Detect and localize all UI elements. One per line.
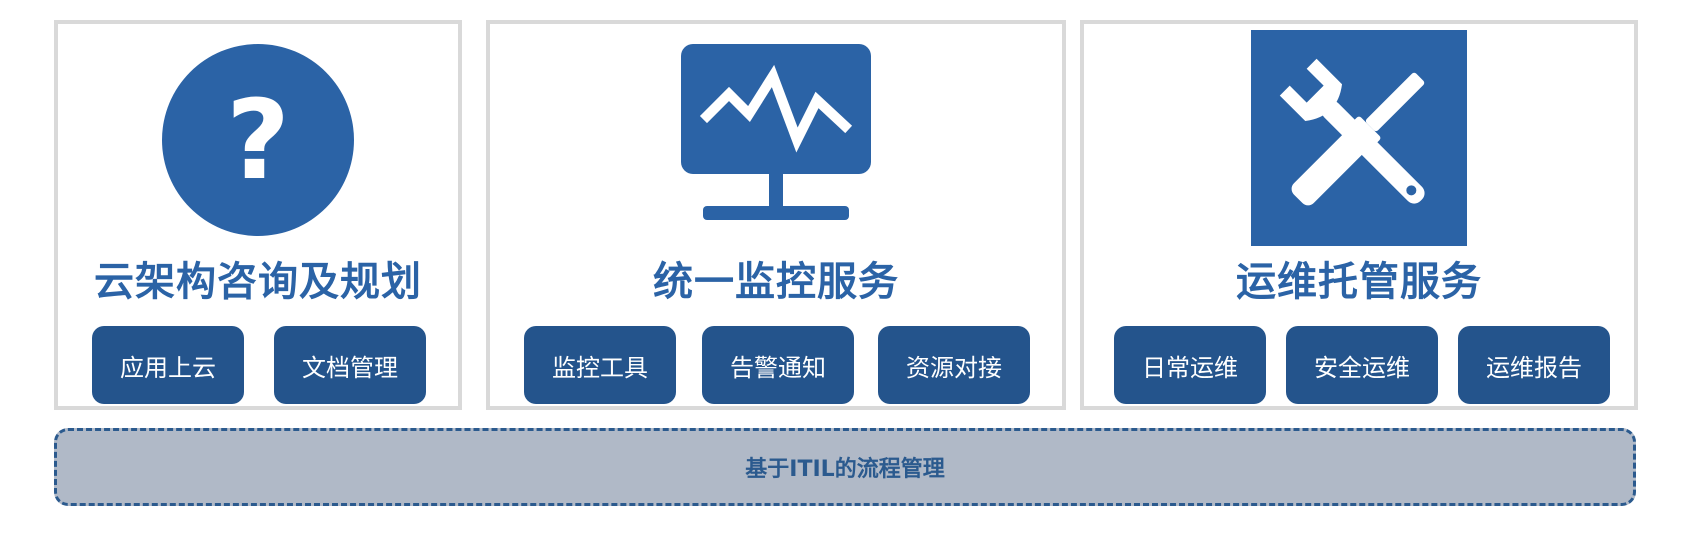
button-app-migration[interactable]: 应用上云 [92,326,244,404]
monitor-pulse-icon [681,44,871,228]
itil-process-band: 基于ITIL的流程管理 [54,428,1636,506]
button-resource-integration[interactable]: 资源对接 [878,326,1030,404]
button-document-management[interactable]: 文档管理 [274,326,426,404]
panel-title-unified-monitoring: 统一监控服务 [653,259,899,305]
tools-icon [1251,30,1467,250]
button-daily-ops[interactable]: 日常运维 [1114,326,1266,404]
panel-cloud-consulting: ? 云架构咨询及规划 应用上云 文档管理 [54,20,462,410]
itil-process-label: 基于ITIL的流程管理 [745,457,945,482]
question-mark-glyph: ? [226,76,290,204]
button-ops-report[interactable]: 运维报告 [1458,326,1610,404]
panel-unified-monitoring: 统一监控服务 监控工具 告警通知 资源对接 [486,20,1066,410]
panel-title-cloud-consulting: 云架构咨询及规划 [94,259,422,305]
button-security-ops[interactable]: 安全运维 [1286,326,1438,404]
button-monitoring-tools[interactable]: 监控工具 [524,326,676,404]
button-alert-notification[interactable]: 告警通知 [702,326,854,404]
question-circle-icon: ? [160,42,356,242]
panel-ops-hosting: 运维托管服务 日常运维 安全运维 运维报告 [1080,20,1638,410]
panel-title-ops-hosting: 运维托管服务 [1236,259,1482,305]
